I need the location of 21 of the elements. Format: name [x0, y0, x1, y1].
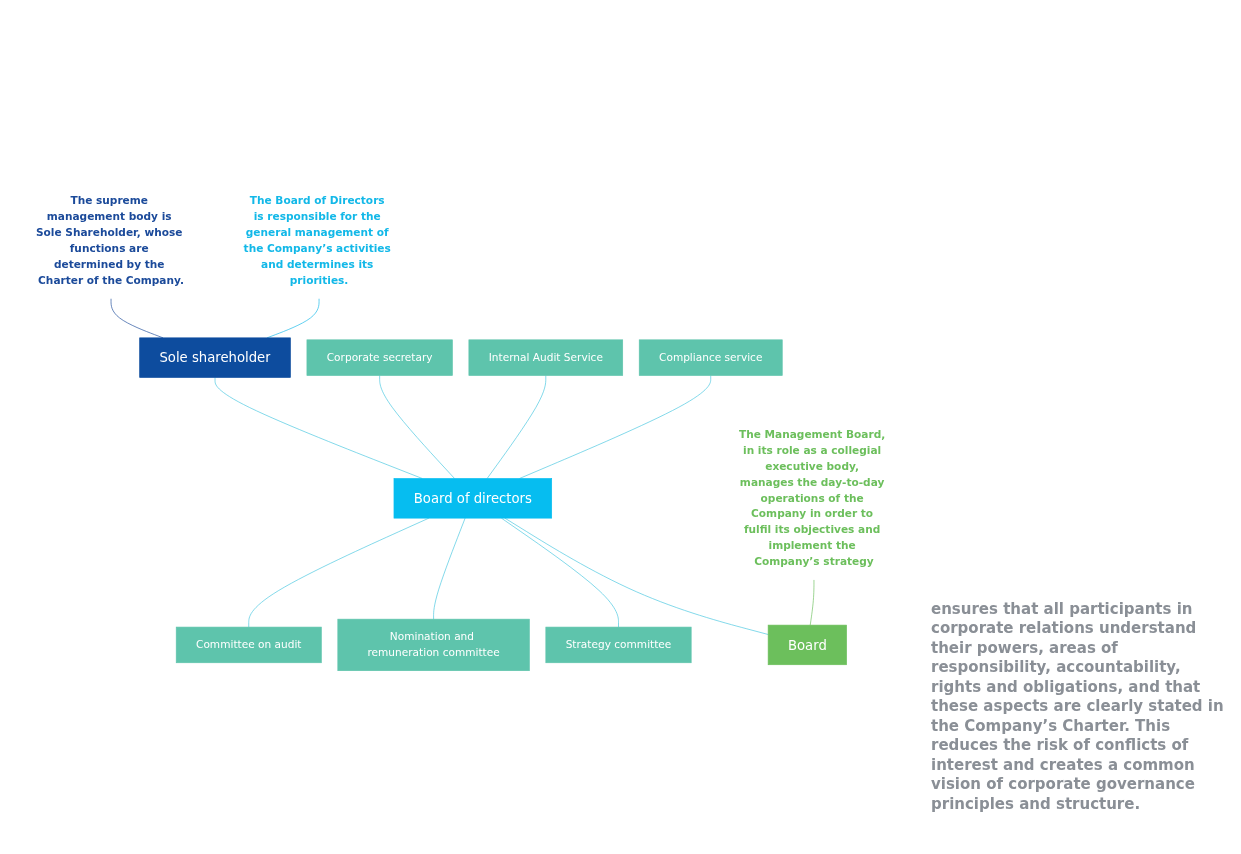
connector: [379, 375, 455, 479]
node-box: Strategy committee: [545, 626, 692, 664]
connector: [214, 377, 423, 479]
node-box: Internal Audit Service: [468, 339, 624, 376]
connector: [504, 517, 769, 635]
connector: [809, 579, 815, 626]
node-text: The Board of Directors is responsible for the general management of the Company’s activities and determines its priorities.: [243, 194, 391, 287]
node-text: The supreme management body is Sole Shareholder, whose functions are determined by the Charter of the Company.: [35, 194, 184, 287]
node-box: Corporate secretary: [306, 339, 453, 376]
node-text: The Management Board, in its role as a collegial executive body, manages the day-to-day operations of the Company in order to fulfil its objectives and implement the Company’s strategy: [738, 428, 886, 568]
node-box: Sole shareholder: [139, 337, 291, 378]
connector: [486, 375, 547, 479]
node-box: Board of directors: [393, 478, 553, 519]
node-box: Committee on audit: [175, 626, 322, 664]
connector: [501, 517, 619, 628]
node-box: Nomination and remuneration committee: [337, 618, 530, 671]
connector: [433, 517, 466, 620]
node-box: Compliance service: [638, 339, 783, 376]
note-text: ensures that all participants in corporate relations understand their powers, areas of responsibility, accountability, rights and obligations, and that these aspects are clearly stated in the Company’s Charter. This reduces the risk of conflicts of interest and creates a common vision of corporate governance principles and structure.: [931, 599, 1225, 814]
node-box: Board: [767, 624, 847, 666]
connector: [519, 375, 712, 479]
